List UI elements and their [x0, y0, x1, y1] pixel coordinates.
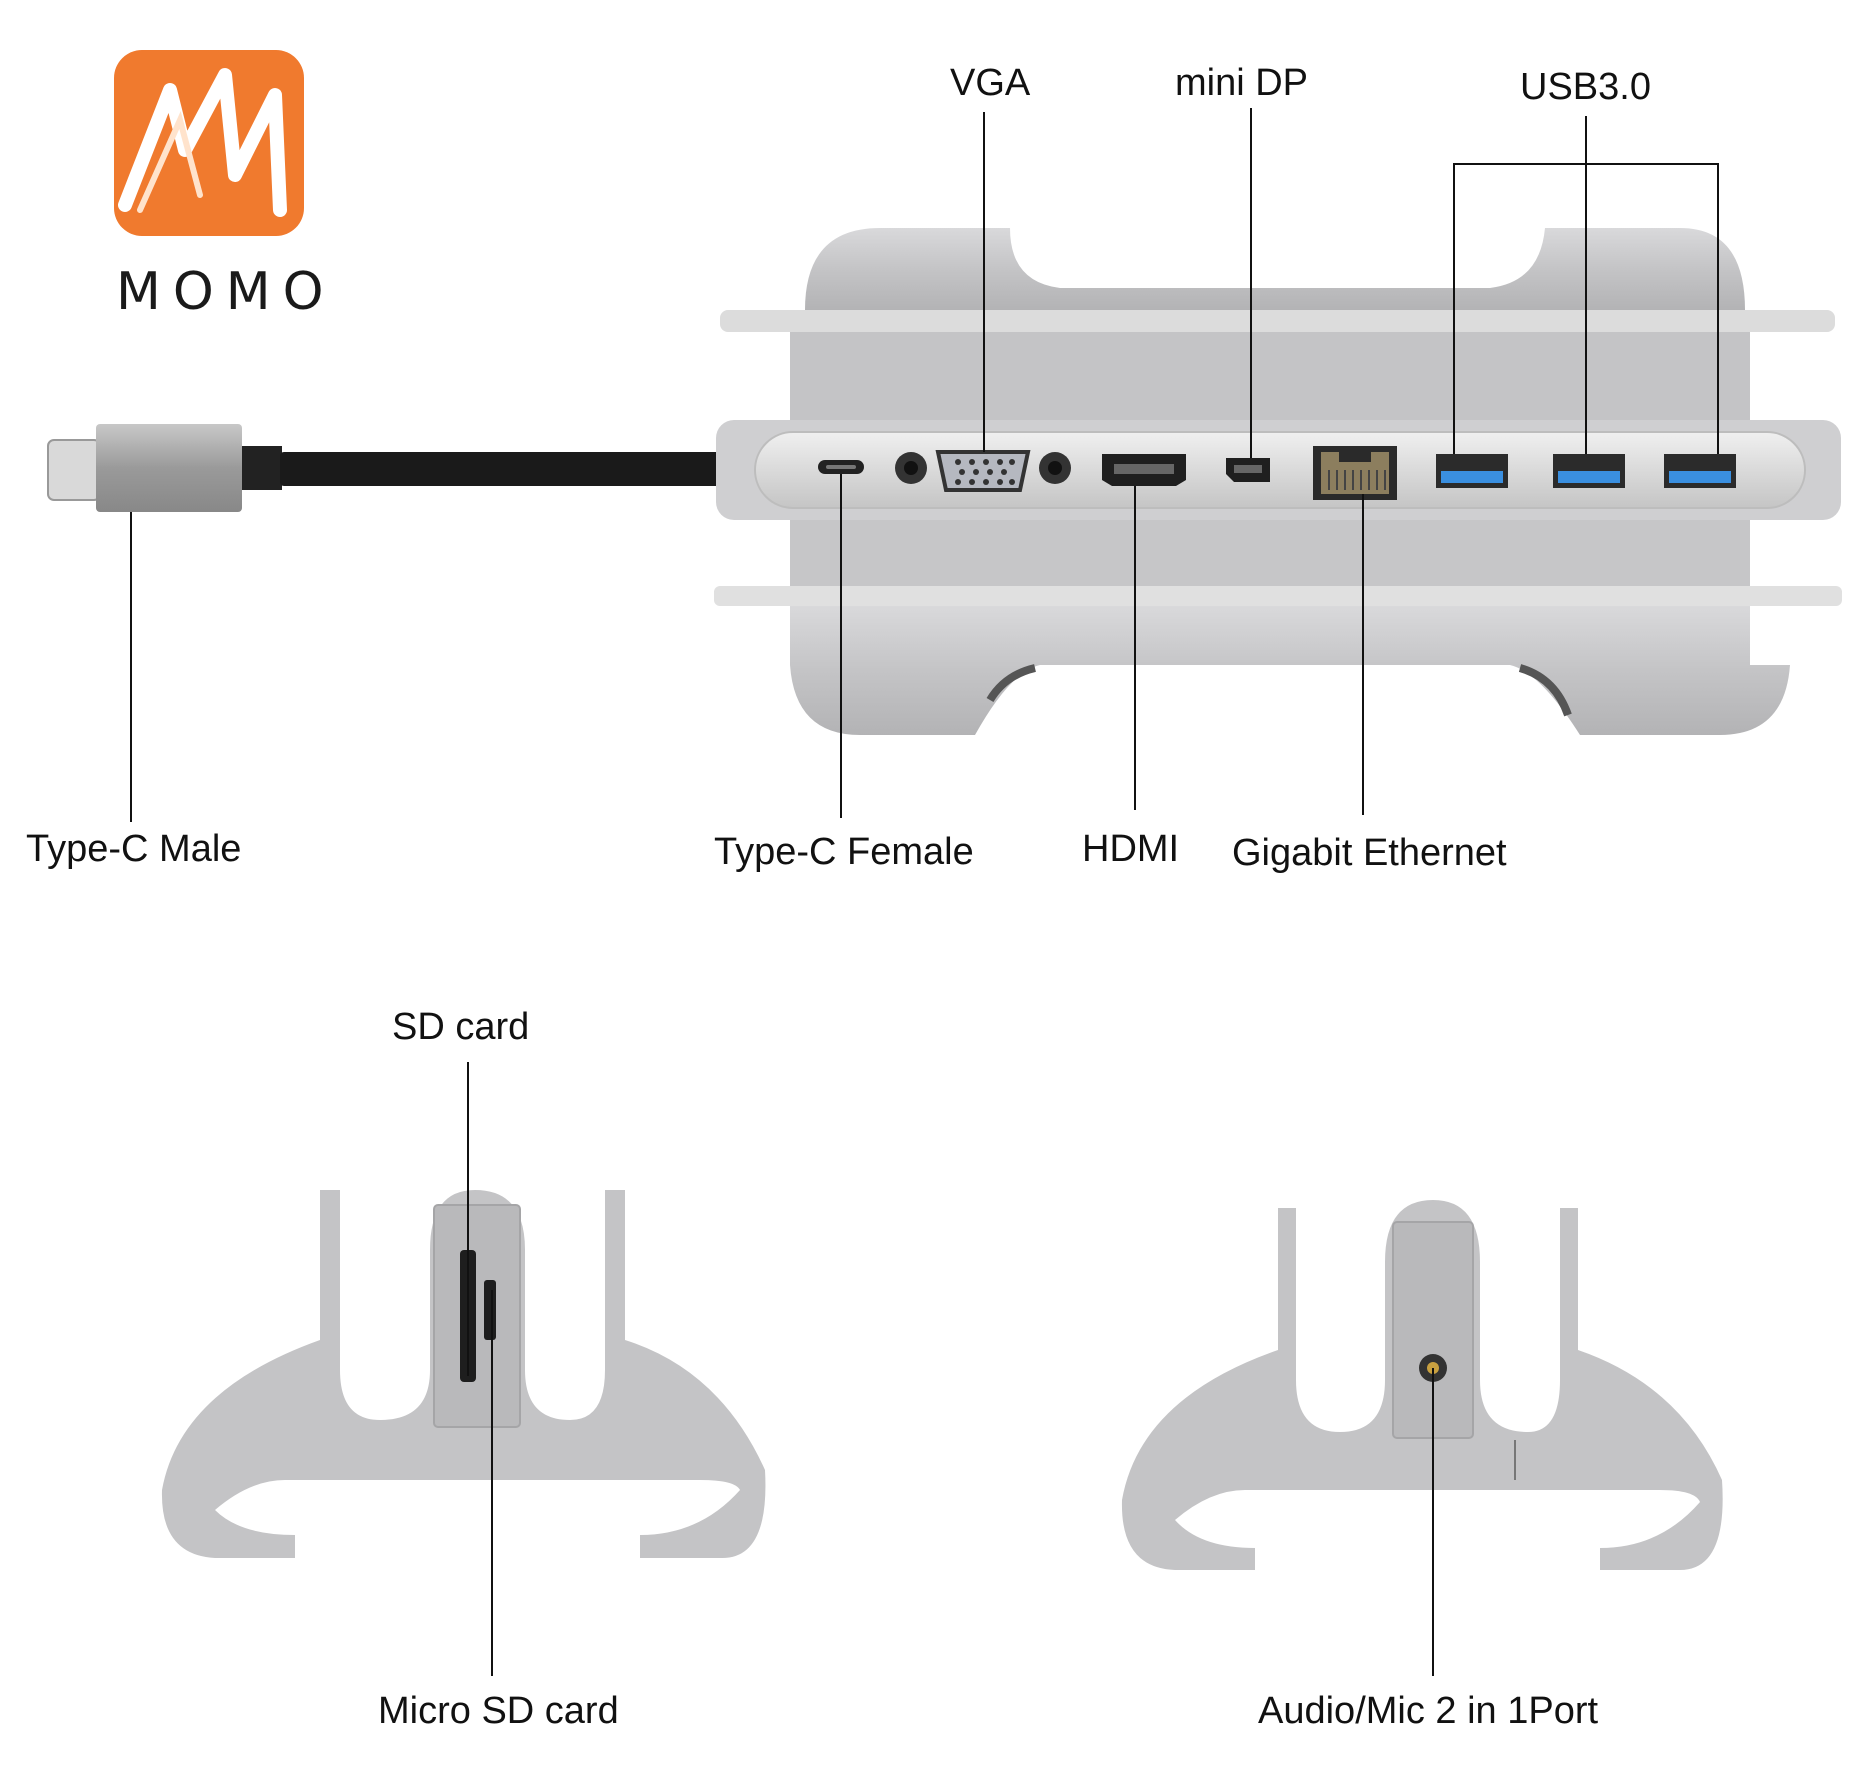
label-audio-mic: Audio/Mic 2 in 1Port [1258, 1690, 1599, 1732]
label-type-c-male: Type-C Male [26, 828, 242, 870]
brand-name: MOMO [116, 262, 336, 322]
port-usb-3 [1664, 454, 1736, 488]
end-view-sd-side [161, 1190, 766, 1559]
end-view-audio-side [1121, 1200, 1723, 1570]
label-hdmi: HDMI [1082, 828, 1180, 870]
port-ethernet [1313, 446, 1397, 500]
port-hdmi [1102, 454, 1186, 486]
label-usb30: USB3.0 [1520, 66, 1651, 108]
momo-logo-icon [114, 50, 304, 236]
port-type-c-female [818, 460, 864, 474]
leader-lines-bottom [467, 1062, 1434, 1676]
port-audio-left [895, 452, 927, 484]
port-usb-1 [1436, 454, 1508, 488]
port-usb-2 [1553, 454, 1625, 488]
label-micro-sd-card: Micro SD card [378, 1690, 619, 1732]
label-type-c-female: Type-C Female [714, 831, 974, 873]
port-vga [935, 450, 1031, 492]
type-c-male-cable [47, 424, 720, 512]
label-mini-dp: mini DP [1175, 62, 1309, 104]
label-vga: VGA [950, 62, 1031, 104]
label-gigabit-ethernet: Gigabit Ethernet [1232, 832, 1507, 874]
dock-body [714, 228, 1842, 735]
port-audio-right [1039, 452, 1071, 484]
label-sd-card: SD card [392, 1006, 530, 1048]
port-mini-dp [1226, 458, 1270, 482]
leader-lines-top [130, 108, 1719, 822]
